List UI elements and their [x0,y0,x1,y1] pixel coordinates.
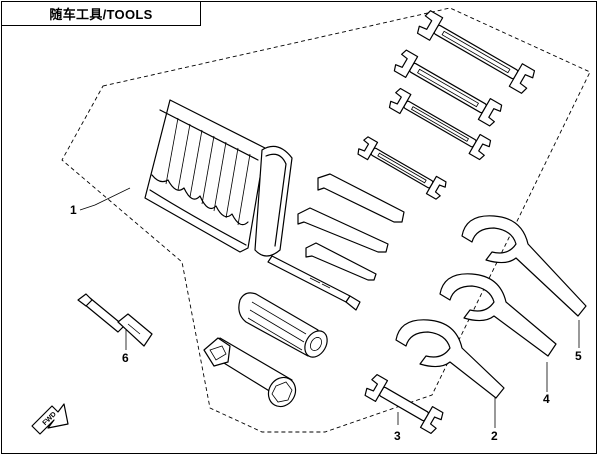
hook-wrench-2 [395,319,505,399]
hex-key-small [305,242,377,281]
page-title: 随车工具/TOOLS [1,1,201,26]
double-open-wrench-1 [416,10,536,94]
callout-3: 3 [394,429,401,443]
double-open-wrench-2 [393,49,503,127]
screwdriver-handle [238,292,328,358]
double-open-wrench-4 [357,136,447,200]
callout-1: 1 [70,203,77,217]
callout-2: 2 [491,429,498,443]
hex-key-medium [297,207,389,253]
extension-bar [77,293,153,347]
fwd-direction-arrow: FWD [31,403,69,435]
tool-pouch [144,99,293,257]
screwdriver-bit [267,255,361,311]
hex-key-large [317,173,405,223]
spark-plug-box-wrench [203,337,297,408]
double-open-wrench-3 [388,87,492,161]
tool-kit-boundary [61,7,591,433]
hook-wrench-4 [439,273,557,357]
callout-6: 6 [122,351,129,365]
callout-4: 4 [543,392,550,406]
callout-5: 5 [575,349,582,363]
small-open-wrench [364,374,444,434]
leader-lines [79,187,580,428]
hook-wrench-5 [461,215,587,317]
